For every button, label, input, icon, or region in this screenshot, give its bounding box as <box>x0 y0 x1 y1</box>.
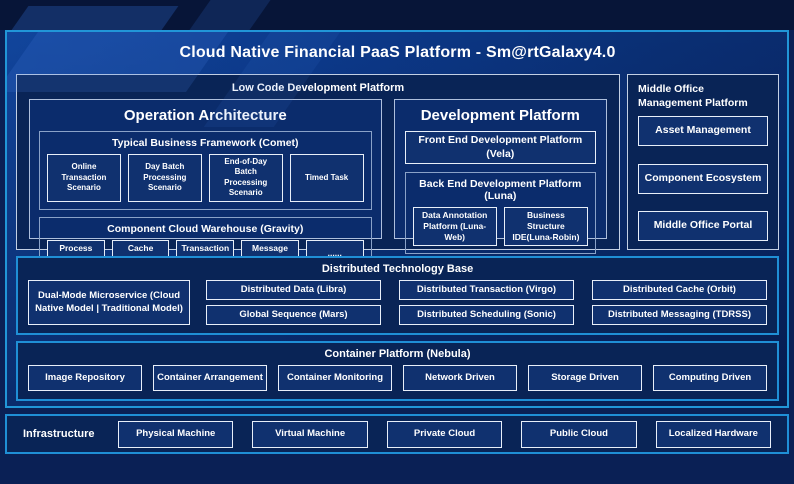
section-distributed-technology-base: Distributed Technology Base Dual-Mode Mi… <box>16 256 779 335</box>
section-label: Low Code Development Platform <box>231 82 405 94</box>
group-title: Component Cloud Warehouse (Gravity) <box>107 222 304 235</box>
decorative-streak <box>189 0 271 30</box>
box-distributed-scheduling-sonic: Distributed Scheduling (Sonic) <box>399 305 574 325</box>
box-container-arrangement: Container Arrangement <box>153 365 267 391</box>
group-title: Back End Development Platform (Luna) <box>419 178 582 203</box>
box-timed-task: Timed Task <box>289 154 364 202</box>
section-label: Distributed Technology Base <box>321 263 474 275</box>
section-label: Infrastructure <box>23 428 95 440</box>
leaf-row: Online Transaction Scenario Day Batch Pr… <box>47 154 364 202</box>
page-title: Cloud Native Financial PaaS Platform - S… <box>179 44 616 61</box>
box-middle-office-portal: Middle Office Portal <box>638 211 768 241</box>
spacer <box>638 194 768 211</box>
box-storage-driven: Storage Driven <box>528 365 642 391</box>
top-decoration-strip <box>0 0 794 30</box>
box-private-cloud: Private Cloud <box>386 420 503 448</box>
box-end-of-day-batch-processing-scenario: End-of-Day Batch Processing Scenario <box>208 154 283 202</box>
section-label: Container Platform (Nebula) <box>324 348 471 360</box>
group-back-end-development-platform-luna: Back End Development Platform (Luna) Dat… <box>404 172 596 255</box>
box-distributed-data-libra: Distributed Data (Libra) <box>206 280 381 300</box>
box-virtual-machine: Virtual Machine <box>252 420 368 448</box>
box-dual-mode-microservice: Dual-Mode Microservice (Cloud Native Mod… <box>28 280 190 325</box>
box-computing-driven: Computing Driven <box>653 365 767 391</box>
container-platform-row: Image Repository Container Arrangement C… <box>28 365 767 391</box>
box-container-monitoring: Container Monitoring <box>278 365 392 391</box>
distributed-grid: Distributed Data (Libra) Distributed Tra… <box>206 280 767 325</box>
section-label: Middle Office Management Platform <box>638 83 748 109</box>
box-business-structure-ide-luna-robin: Business Structure IDE(Luna-Robin) <box>503 207 589 247</box>
platform-frame: Cloud Native Financial PaaS Platform - S… <box>5 30 789 408</box>
box-front-end-development-platform-vela: Front End Development Platform (Vela) <box>404 131 596 165</box>
section-infrastructure: Infrastructure Physical Machine Virtual … <box>5 414 789 454</box>
leaf-row: Data Annotation Platform (Luna-Web) Busi… <box>412 207 589 247</box>
distributed-body: Dual-Mode Microservice (Cloud Native Mod… <box>28 280 767 325</box>
box-component-ecosystem: Component Ecosystem <box>638 163 768 194</box>
box-global-sequence-mars: Global Sequence (Mars) <box>206 305 381 325</box>
box-physical-machine: Physical Machine <box>118 420 234 448</box>
group-typical-business-framework: Typical Business Framework (Comet) Onlin… <box>39 131 372 210</box>
box-online-transaction-scenario: Online Transaction Scenario <box>47 154 121 202</box>
box-image-repository: Image Repository <box>28 365 142 391</box>
box-network-driven: Network Driven <box>403 365 517 391</box>
box-public-cloud: Public Cloud <box>521 420 637 448</box>
group-operation-architecture: Operation Architecture Typical Business … <box>29 99 382 276</box>
box-distributed-messaging-tdrss: Distributed Messaging (TDRSS) <box>592 305 767 325</box>
group-development-platform: Development Platform Front End Developme… <box>393 99 607 255</box>
spacer <box>638 146 768 163</box>
group-title: Operation Architecture <box>123 107 287 124</box>
box-distributed-cache-orbit: Distributed Cache (Orbit) <box>592 280 767 300</box>
section-container-platform-nebula: Container Platform (Nebula) Image Reposi… <box>16 341 779 401</box>
box-distributed-transaction-virgo: Distributed Transaction (Virgo) <box>399 280 574 300</box>
box-asset-management: Asset Management <box>638 116 768 147</box>
upper-row: Low Code Development Platform Operation … <box>16 74 779 276</box>
box-data-annotation-platform-luna-web: Data Annotation Platform (Luna-Web) <box>412 207 497 247</box>
decorative-streak <box>11 6 179 30</box>
section-low-code-development-platform: Low Code Development Platform Operation … <box>16 74 620 276</box>
section-middle-office-management-platform: Middle Office Management Platform Asset … <box>627 74 779 250</box>
low-code-body: Operation Architecture Typical Business … <box>29 99 607 276</box>
group-title: Development Platform <box>420 107 580 124</box>
group-title: Typical Business Framework (Comet) <box>112 137 299 149</box>
box-localized-hardware: Localized Hardware <box>655 420 772 448</box>
box-day-batch-processing-scenario: Day Batch Processing Scenario <box>127 154 202 202</box>
